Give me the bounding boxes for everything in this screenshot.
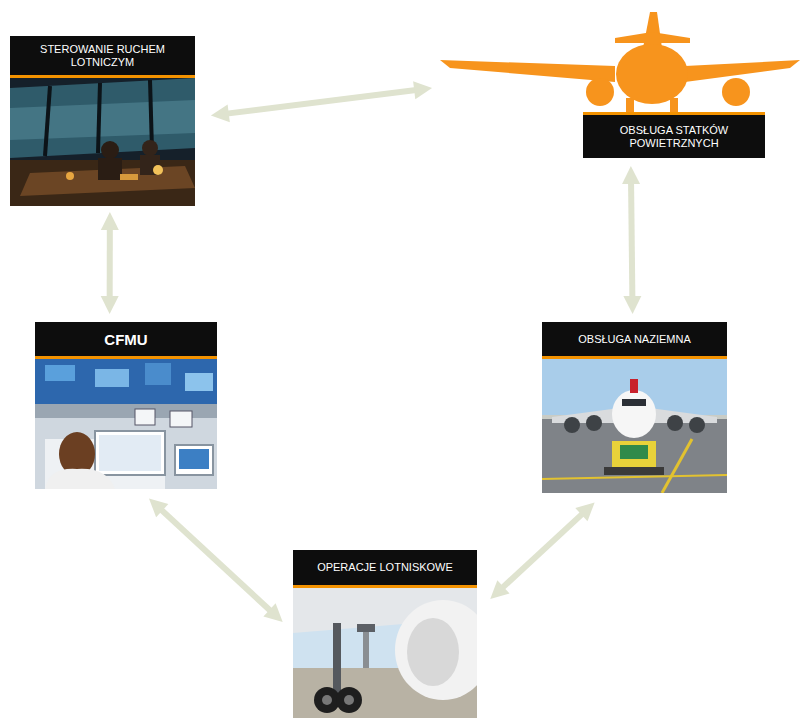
photo-illustration	[542, 359, 727, 493]
arrow-shaft	[631, 182, 632, 298]
photo-box: CFMU	[35, 322, 217, 489]
node-title: OBSŁUGA NAZIEMNA	[578, 333, 690, 346]
node-title: STEROWANIE RUCHEM LOTNICZYM	[16, 43, 189, 69]
arrow-shaft	[502, 513, 583, 588]
node-title: CFMU	[104, 331, 147, 348]
photo-illustration	[10, 78, 195, 206]
arrow-head	[101, 212, 119, 230]
label-bar: OBSŁUGA STATKÓW POWIETRZNYCH	[583, 112, 765, 158]
arrow-head	[101, 296, 119, 314]
arrow-shaft	[107, 228, 113, 298]
title-bar: STEROWANIE RUCHEM LOTNICZYM	[10, 36, 195, 78]
aircraft-node: OBSŁUGA STATKÓW POWIETRZNYCH	[440, 8, 800, 160]
photo-illustration	[35, 359, 217, 489]
double-arrow	[490, 503, 594, 599]
photo-box: OBSŁUGA NAZIEMNA	[542, 322, 727, 493]
double-arrow	[101, 212, 119, 314]
arrow-head	[490, 580, 509, 599]
title-bar: OPERACJE LOTNISKOWE	[293, 550, 477, 588]
node-title: OPERACJE LOTNISKOWE	[317, 561, 453, 574]
arrow-head	[149, 499, 168, 518]
double-arrow	[622, 166, 641, 314]
arrow-shaft	[161, 509, 271, 611]
arrow-shaft	[227, 90, 416, 114]
title-bar: CFMU	[35, 322, 217, 359]
arrow-head	[211, 104, 230, 122]
arrow-head	[413, 81, 432, 99]
arrow-head	[263, 603, 282, 622]
photo-illustration	[293, 588, 477, 718]
arrow-head	[623, 296, 641, 314]
photo-box: STEROWANIE RUCHEM LOTNICZYM	[10, 36, 195, 206]
node-title: OBSŁUGA STATKÓW POWIETRZNYCH	[591, 124, 757, 150]
double-arrow	[211, 81, 432, 122]
airplane-silhouette	[440, 8, 800, 118]
photo-box: OPERACJE LOTNISKOWE	[293, 550, 477, 718]
double-arrow	[149, 499, 283, 623]
title-bar: OBSŁUGA NAZIEMNA	[542, 322, 727, 359]
arrow-head	[622, 166, 640, 184]
arrow-head	[575, 503, 594, 522]
